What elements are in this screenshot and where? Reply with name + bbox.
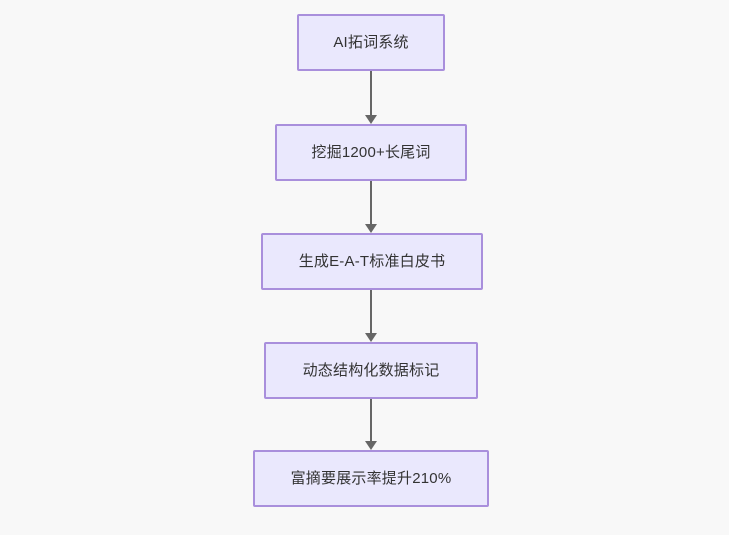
arrowhead-icon — [365, 441, 377, 450]
flow-node-label: 动态结构化数据标记 — [302, 362, 440, 379]
arrowhead-icon — [365, 224, 377, 233]
flow-node-4[interactable]: 动态结构化数据标记 — [264, 342, 478, 399]
flow-node-3[interactable]: 生成E-A-T标准白皮书 — [261, 233, 483, 290]
flow-node-label: 挖掘1200+长尾词 — [311, 144, 431, 161]
flow-node-5[interactable]: 富摘要展示率提升210% — [253, 450, 489, 507]
flow-edge-4 — [365, 399, 377, 450]
flow-node-2[interactable]: 挖掘1200+长尾词 — [275, 124, 467, 181]
edge-line — [370, 290, 372, 334]
arrowhead-icon — [365, 333, 377, 342]
flow-edge-1 — [365, 71, 377, 124]
flow-node-1[interactable]: AI拓词系统 — [297, 14, 445, 71]
flow-node-label: 生成E-A-T标准白皮书 — [298, 253, 446, 270]
edge-line — [370, 71, 372, 116]
edge-line — [370, 399, 372, 442]
edge-line — [370, 181, 372, 225]
flow-edge-3 — [365, 290, 377, 342]
flow-node-label: 富摘要展示率提升210% — [290, 470, 452, 487]
arrowhead-icon — [365, 115, 377, 124]
flow-node-label: AI拓词系统 — [333, 34, 409, 51]
flow-edge-2 — [365, 181, 377, 233]
